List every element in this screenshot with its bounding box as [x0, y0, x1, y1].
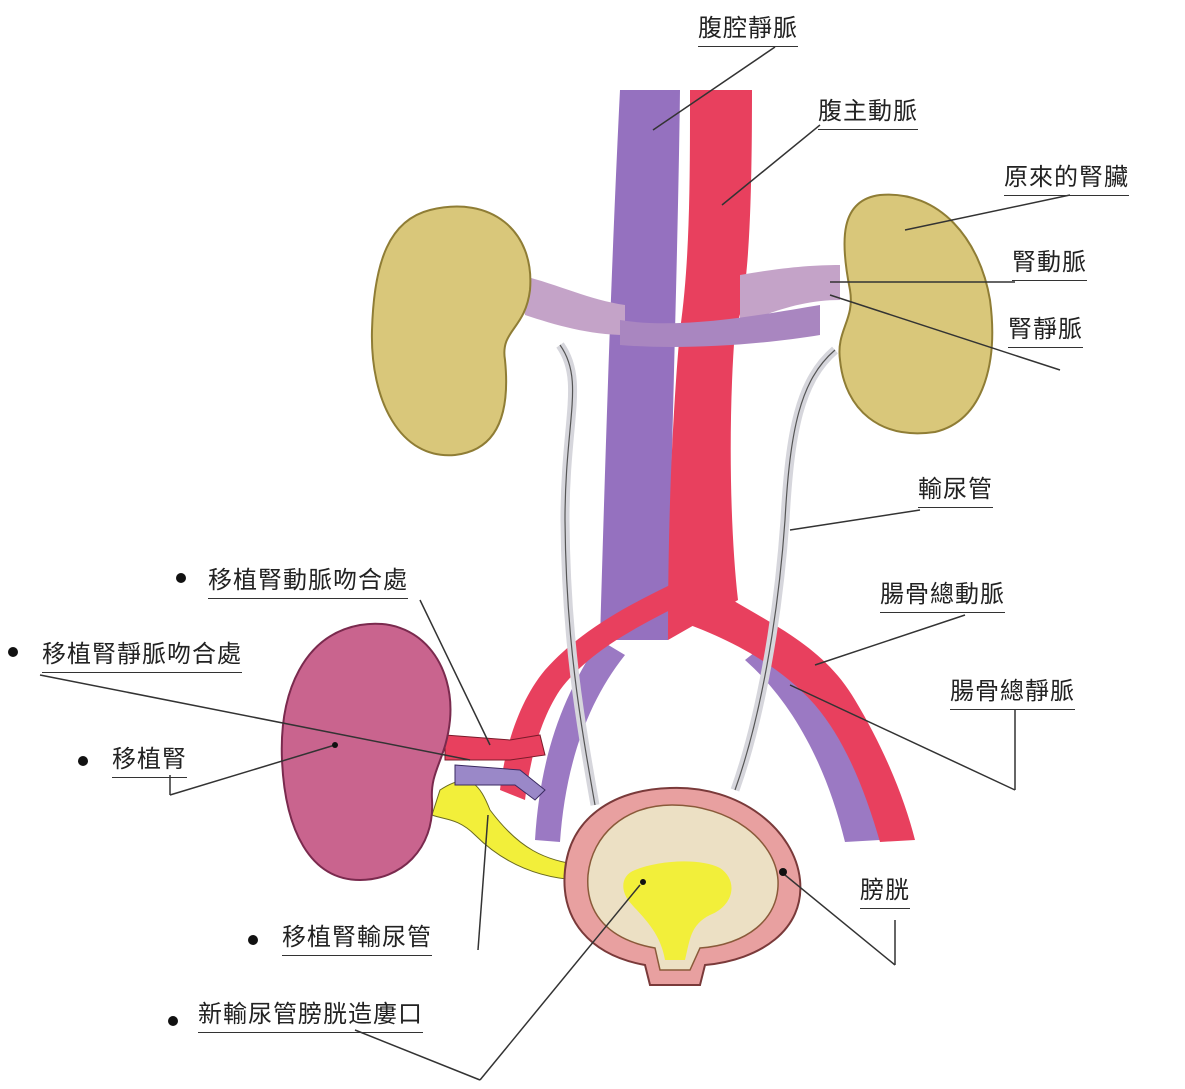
leader-graft-ureter — [477, 814, 489, 951]
pointer-dot-graft-kidney — [332, 742, 338, 748]
bladder-urine — [623, 861, 732, 960]
leader-renal-vein — [829, 294, 1061, 371]
leader-graft-kidney-2 — [169, 744, 336, 796]
bullet-graft-artery — [176, 573, 186, 583]
pointer-dot-neo — [640, 879, 646, 885]
inferior-vena-cava — [600, 90, 680, 640]
right-renal-vessels — [740, 265, 840, 325]
label-renal-artery: 腎動脈 — [1012, 248, 1087, 281]
leader-bladder-2 — [784, 874, 896, 966]
leader-graft-vein — [39, 674, 471, 761]
transplanted-kidney — [280, 622, 452, 882]
label-bladder: 膀胱 — [860, 876, 910, 909]
leader-iliac-artery — [814, 614, 966, 666]
native-ureter-right-edge — [734, 349, 836, 791]
bullet-graft-vein — [8, 647, 18, 657]
abdominal-aorta — [668, 90, 752, 640]
leader-neo-1 — [354, 1029, 481, 1081]
label-ivc: 腹腔靜脈 — [698, 14, 798, 47]
bullet-graft-ureter — [248, 935, 258, 945]
leader-aorta — [721, 124, 821, 206]
label-renal-vein: 腎靜脈 — [1008, 315, 1083, 348]
original-kidney-right — [838, 193, 994, 435]
label-ureter: 輸尿管 — [918, 475, 993, 508]
bullet-neo-ureterocystostomy — [168, 1016, 178, 1026]
leader-graft-artery — [419, 599, 491, 746]
renal-vein-crossing — [620, 305, 820, 347]
leader-iliac-vein-2 — [789, 684, 1016, 791]
pointer-dots — [332, 742, 787, 885]
label-graft-vein-anastomosis: 移植腎靜脈吻合處 — [42, 640, 242, 673]
left-iliac-vein — [535, 640, 625, 842]
leader-neo-2 — [479, 884, 641, 1081]
label-iliac-artery: 腸骨總動脈 — [880, 580, 1005, 613]
original-kidney-left — [370, 205, 532, 457]
pointer-dot-bladder — [779, 868, 787, 876]
leader-ureter — [789, 509, 921, 531]
label-original-kidney: 原來的腎臟 — [1004, 163, 1129, 196]
bullet-graft-kidney — [78, 756, 88, 766]
left-renal-vessels — [520, 275, 625, 335]
label-graft-ureter: 移植腎輸尿管 — [282, 923, 432, 956]
right-iliac-vein — [745, 640, 880, 842]
native-ureter-left-edge — [559, 344, 596, 806]
graft-artery — [444, 734, 546, 761]
label-graft-artery-anastomosis: 移植腎動脈吻合處 — [208, 566, 408, 599]
leader-lines — [39, 46, 1071, 1081]
label-graft-kidney: 移植腎 — [112, 745, 187, 778]
right-iliac-artery — [690, 580, 915, 842]
graft-vein — [454, 764, 546, 801]
leader-original-kidney — [904, 194, 1071, 231]
label-iliac-vein: 腸骨總靜脈 — [950, 677, 1075, 710]
label-neo-ureterocystostomy: 新輸尿管膀胱造廔口 — [198, 1000, 423, 1033]
label-aorta: 腹主動脈 — [818, 97, 918, 130]
leader-ivc — [652, 46, 776, 131]
